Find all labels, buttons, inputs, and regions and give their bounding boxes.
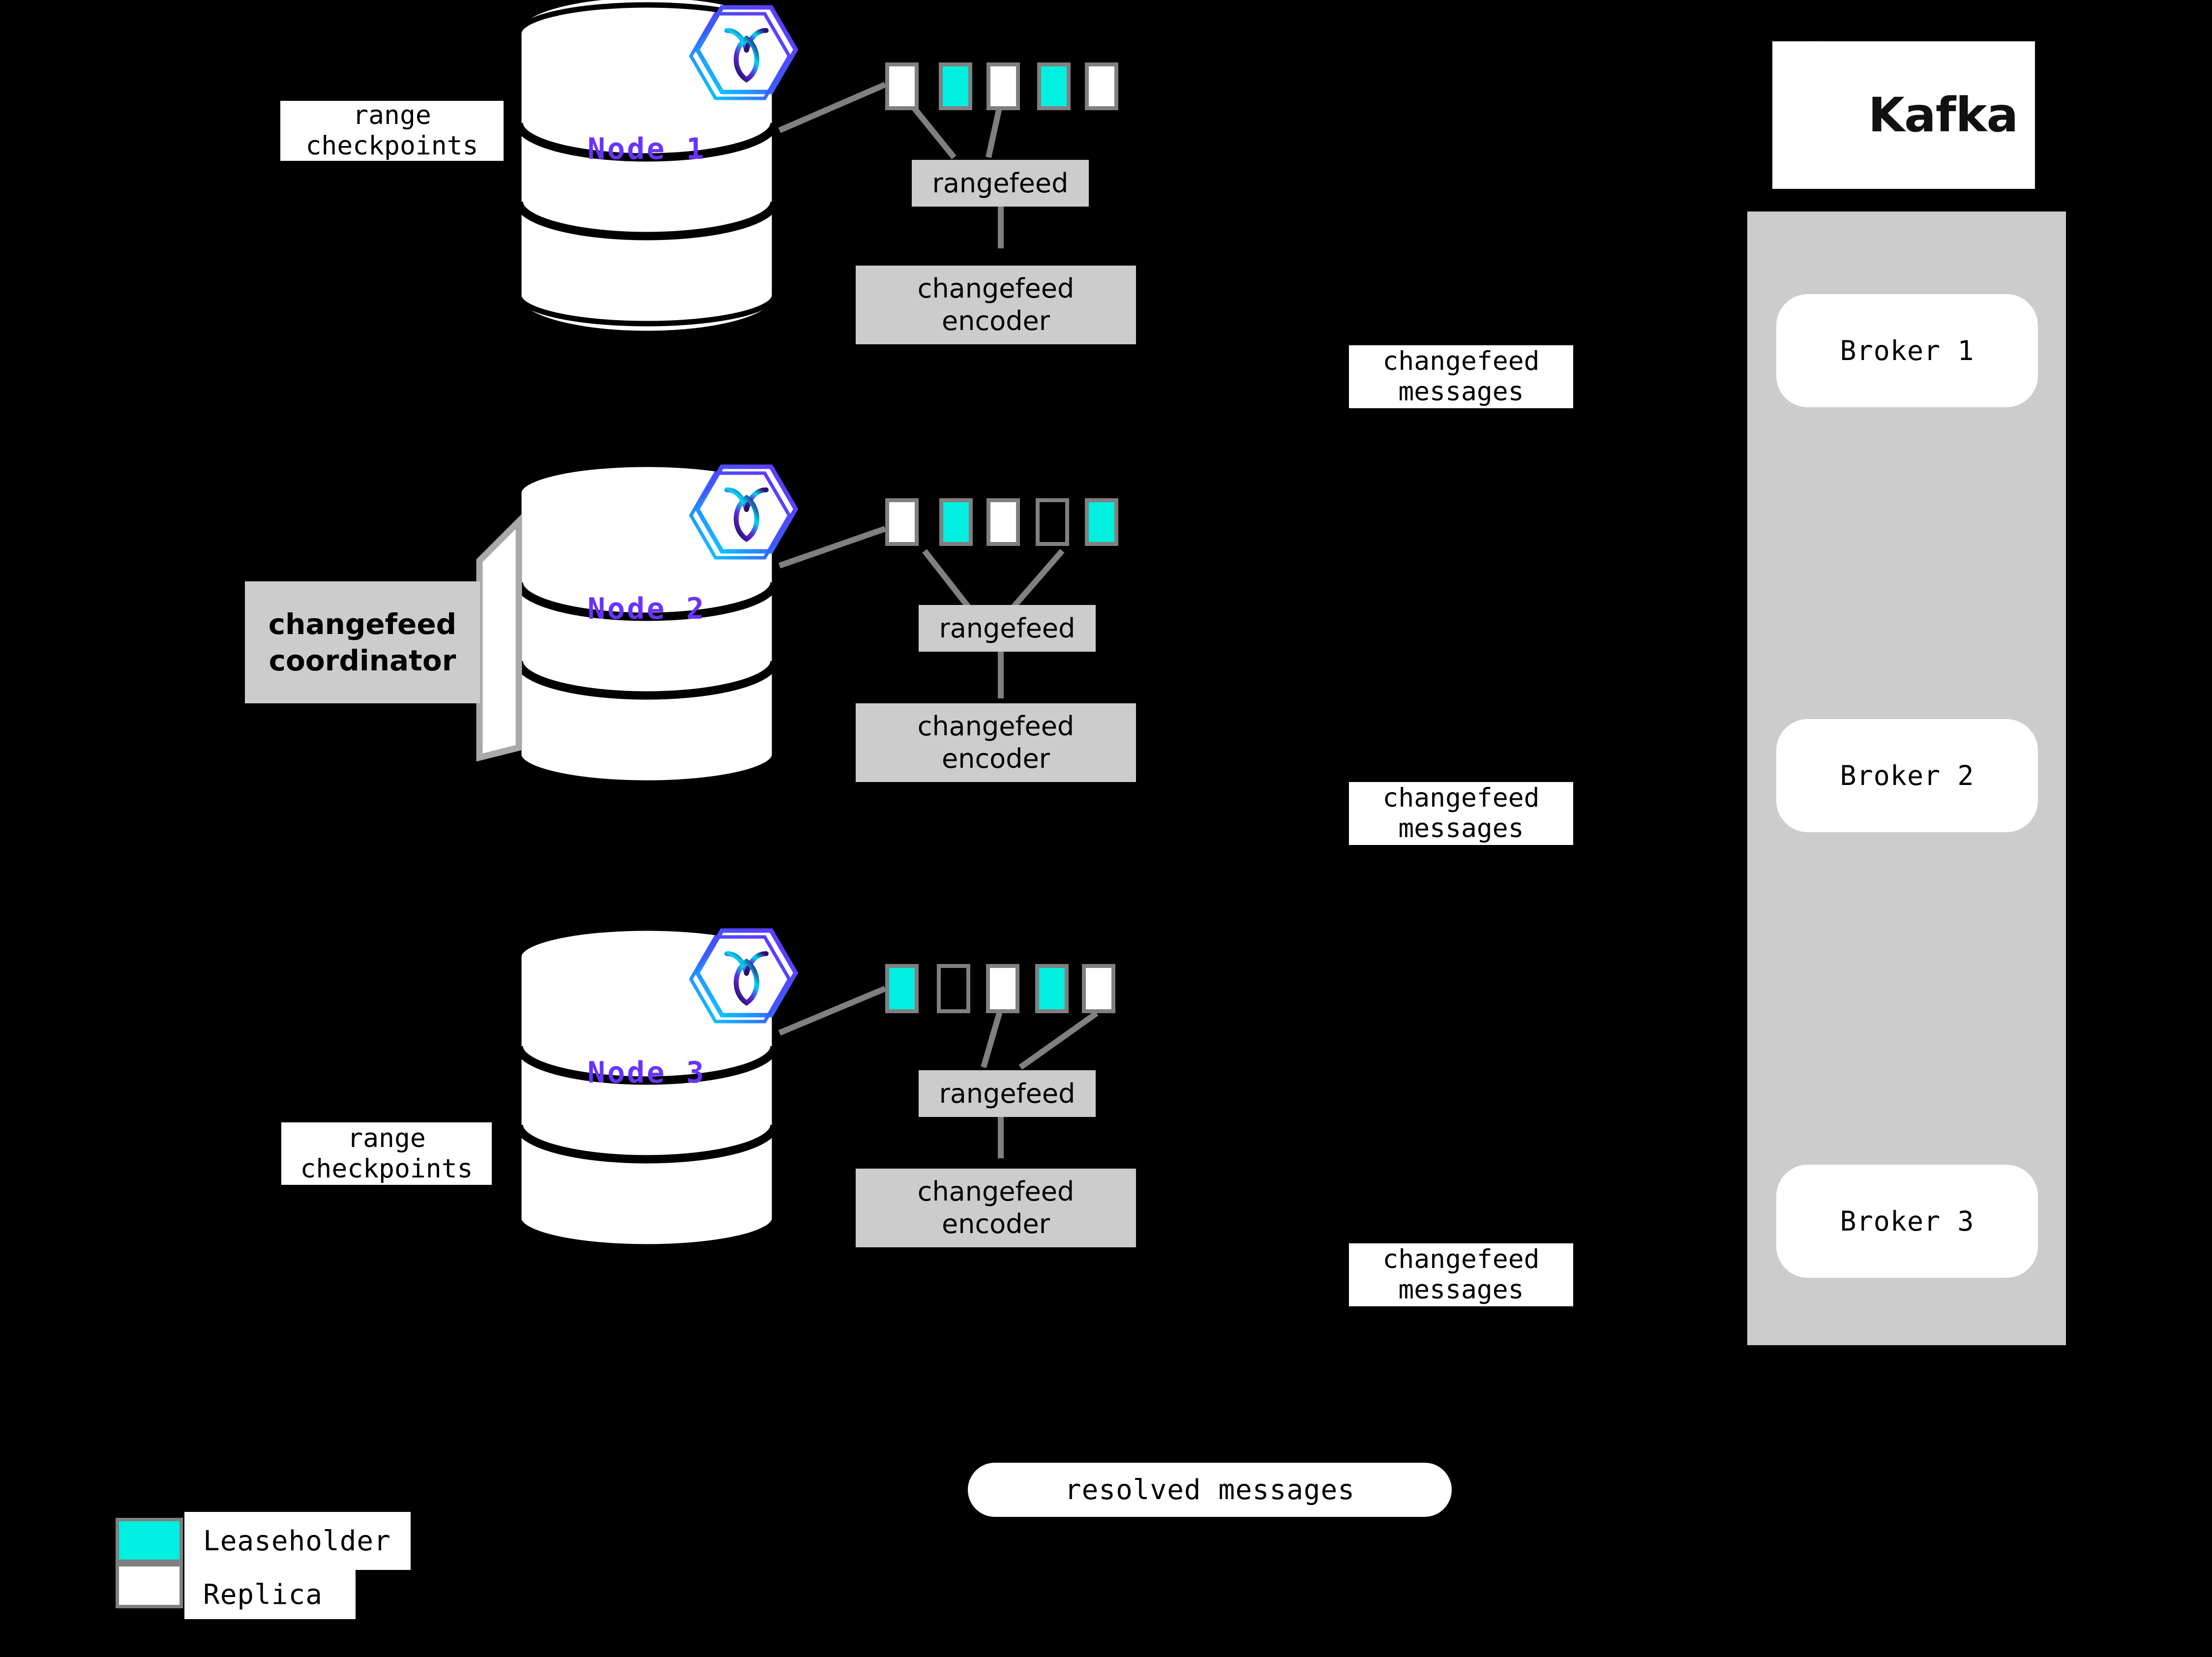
range-box-leaseholder[interactable] bbox=[885, 964, 919, 1013]
broker-3[interactable]: Broker 3 bbox=[1776, 1165, 2038, 1278]
node-1-cylinder bbox=[514, 0, 779, 331]
changefeed-messages-line2: messages bbox=[1398, 813, 1524, 844]
legend-swatch-replica bbox=[116, 1563, 183, 1608]
range-box-leaseholder[interactable] bbox=[1035, 964, 1069, 1013]
range-box-leaseholder[interactable] bbox=[939, 62, 972, 110]
legend-text: Replica bbox=[203, 1578, 323, 1611]
node-2-connectors bbox=[778, 526, 1065, 698]
kafka-wordmark: Kafka bbox=[1868, 88, 2019, 143]
range-box-replica[interactable] bbox=[986, 498, 1020, 546]
changefeed-messages-line1: changefeed bbox=[1382, 346, 1540, 376]
broker-label: Broker 2 bbox=[1840, 760, 1974, 791]
encoder-label-line2: encoder bbox=[942, 743, 1050, 774]
broker-label: Broker 3 bbox=[1840, 1205, 1974, 1237]
coordinator-label-line1: changefeed bbox=[268, 607, 457, 641]
cockroachdb-hex-icon-node-2 bbox=[688, 464, 799, 560]
changefeed-encoder-box-node-1[interactable]: changefeed encoder bbox=[856, 266, 1136, 344]
range-box-replica[interactable] bbox=[986, 964, 1019, 1013]
broker-2[interactable]: Broker 2 bbox=[1776, 719, 2038, 832]
rangefeed-label: rangefeed bbox=[932, 167, 1069, 199]
checkpoints-line1: range bbox=[353, 101, 431, 130]
checkpoints-line2: checkpoints bbox=[305, 131, 478, 161]
legend-text: Leaseholder bbox=[203, 1525, 391, 1557]
encoder-label-line1: changefeed bbox=[917, 711, 1075, 742]
changefeed-messages-label-2: changefeed messages bbox=[1349, 782, 1573, 845]
cockroachdb-hex-icon-node-3 bbox=[688, 928, 799, 1024]
range-box-replica[interactable] bbox=[986, 62, 1020, 110]
encoder-label-line1: changefeed bbox=[917, 1176, 1075, 1207]
rangefeed-box-node-1[interactable]: rangefeed bbox=[912, 160, 1089, 207]
changefeed-messages-label-3: changefeed messages bbox=[1349, 1243, 1573, 1306]
checkpoints-line1: range bbox=[347, 1123, 426, 1153]
node-1-label: Node 1 bbox=[587, 132, 706, 166]
cockroachdb-hex-icon-node-1 bbox=[688, 5, 799, 100]
rangefeed-box-node-2[interactable]: rangefeed bbox=[919, 605, 1096, 652]
changefeed-coordinator-box[interactable]: changefeed coordinator bbox=[245, 581, 480, 703]
encoder-label-line1: changefeed bbox=[917, 273, 1075, 304]
changefeed-messages-line2: messages bbox=[1398, 1275, 1524, 1305]
resolved-messages-pill[interactable]: resolved messages bbox=[968, 1463, 1452, 1517]
range-checkpoints-label-node-3: range checkpoints bbox=[281, 1122, 492, 1185]
broker-label: Broker 1 bbox=[1840, 335, 1974, 366]
range-box-replica[interactable] bbox=[1085, 62, 1118, 110]
legend-swatch-leaseholder bbox=[116, 1518, 183, 1563]
node-3-label: Node 3 bbox=[587, 1055, 706, 1090]
checkpoints-line2: checkpoints bbox=[300, 1153, 473, 1184]
resolved-messages-label: resolved messages bbox=[1064, 1474, 1355, 1506]
changefeed-encoder-box-node-3[interactable]: changefeed encoder bbox=[856, 1169, 1136, 1247]
node-2-label: Node 2 bbox=[587, 592, 706, 626]
range-box-leaseholder[interactable] bbox=[939, 498, 973, 546]
rangefeed-box-node-3[interactable]: rangefeed bbox=[919, 1070, 1096, 1117]
rangefeed-label: rangefeed bbox=[939, 1078, 1076, 1109]
kafka-logo-box: Kafka bbox=[1772, 41, 2035, 189]
coordinator-callout-tail bbox=[476, 513, 522, 762]
range-box-empty[interactable] bbox=[937, 964, 970, 1013]
range-box-empty[interactable] bbox=[1036, 498, 1069, 546]
legend-label-replica: Replica bbox=[184, 1570, 356, 1619]
changefeed-messages-label-1: changefeed messages bbox=[1349, 345, 1573, 408]
range-box-leaseholder[interactable] bbox=[1037, 62, 1071, 110]
changefeed-messages-line1: changefeed bbox=[1382, 783, 1540, 813]
range-checkpoints-label-node-1: range checkpoints bbox=[280, 101, 504, 161]
range-box-replica[interactable] bbox=[885, 62, 919, 110]
changefeed-messages-line2: messages bbox=[1398, 377, 1524, 407]
broker-1[interactable]: Broker 1 bbox=[1776, 294, 2038, 407]
rangefeed-label: rangefeed bbox=[939, 612, 1076, 644]
coordinator-label-line2: coordinator bbox=[269, 644, 456, 677]
encoder-label-line2: encoder bbox=[942, 1208, 1050, 1239]
range-box-replica[interactable] bbox=[885, 498, 919, 546]
encoder-label-line2: encoder bbox=[942, 305, 1050, 336]
changefeed-encoder-box-node-2[interactable]: changefeed encoder bbox=[856, 703, 1136, 782]
legend-label-leaseholder: Leaseholder bbox=[184, 1512, 411, 1570]
changefeed-messages-line1: changefeed bbox=[1382, 1244, 1540, 1274]
range-box-replica[interactable] bbox=[1082, 964, 1115, 1013]
range-box-leaseholder[interactable] bbox=[1085, 498, 1118, 546]
